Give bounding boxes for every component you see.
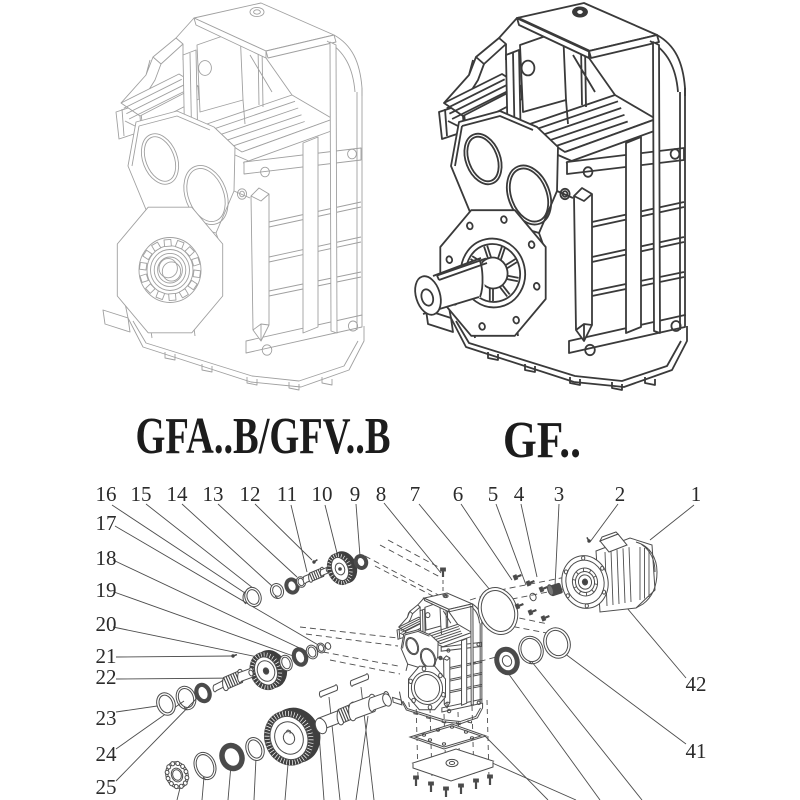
svg-text:42: 42 bbox=[686, 672, 707, 696]
svg-text:24: 24 bbox=[96, 742, 118, 766]
svg-text:25: 25 bbox=[96, 775, 117, 799]
svg-text:18: 18 bbox=[96, 546, 117, 570]
svg-text:23: 23 bbox=[96, 706, 117, 730]
svg-text:11: 11 bbox=[277, 482, 297, 506]
svg-text:8: 8 bbox=[376, 482, 387, 506]
svg-text:13: 13 bbox=[203, 482, 224, 506]
svg-text:6: 6 bbox=[453, 482, 464, 506]
svg-text:41: 41 bbox=[686, 739, 707, 763]
svg-text:2: 2 bbox=[615, 482, 626, 506]
svg-text:7: 7 bbox=[410, 482, 421, 506]
svg-text:21: 21 bbox=[96, 644, 117, 668]
svg-text:19: 19 bbox=[96, 578, 117, 602]
svg-text:14: 14 bbox=[167, 482, 189, 506]
svg-text:10: 10 bbox=[312, 482, 333, 506]
svg-text:12: 12 bbox=[240, 482, 261, 506]
svg-text:1: 1 bbox=[691, 482, 702, 506]
svg-text:5: 5 bbox=[488, 482, 499, 506]
svg-text:4: 4 bbox=[514, 482, 525, 506]
svg-text:17: 17 bbox=[96, 511, 117, 535]
svg-text:16: 16 bbox=[96, 482, 117, 506]
svg-text:15: 15 bbox=[131, 482, 152, 506]
svg-text:GFA..B/GFV..B: GFA..B/GFV..B bbox=[136, 408, 391, 465]
svg-text:22: 22 bbox=[96, 665, 117, 689]
svg-text:GF..: GF.. bbox=[503, 412, 581, 469]
svg-text:9: 9 bbox=[350, 482, 361, 506]
svg-text:20: 20 bbox=[96, 612, 117, 636]
svg-text:3: 3 bbox=[554, 482, 565, 506]
